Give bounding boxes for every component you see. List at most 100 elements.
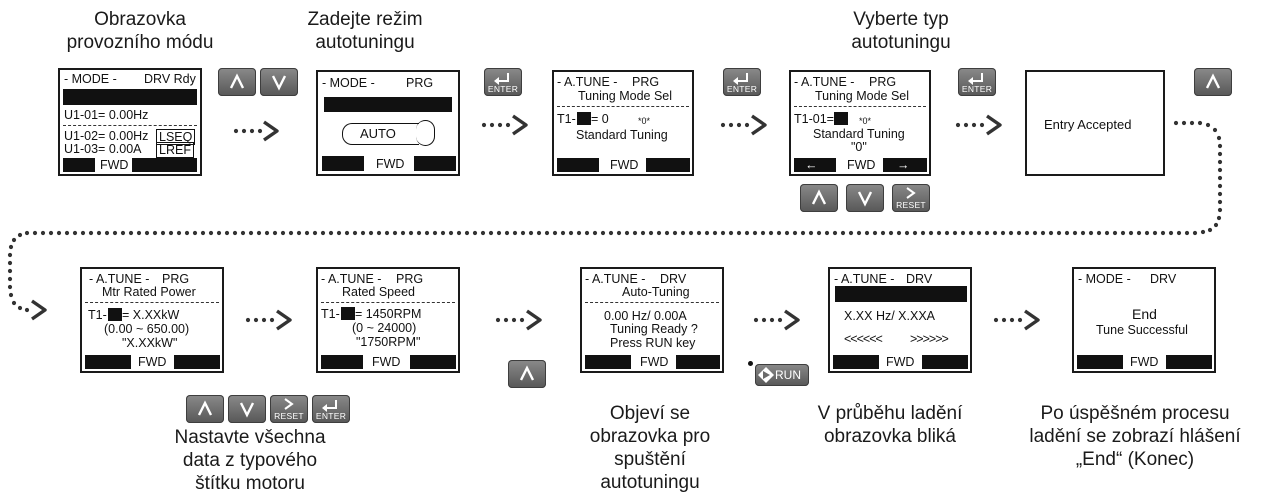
flow-arrow-icon xyxy=(720,114,767,136)
up-arrow-icon xyxy=(229,73,245,89)
screen-tuning-mode-edit: - A.TUNE - PRG Tuning Mode Sel T1-01= *0… xyxy=(789,70,931,176)
screen-status: DRV xyxy=(660,272,687,286)
softkey-left xyxy=(85,355,131,369)
screen-divider xyxy=(321,302,455,303)
up-key[interactable] xyxy=(186,395,224,423)
auto-mode-label: AUTO xyxy=(360,126,396,141)
param-cursor-block xyxy=(834,112,848,125)
param-range: (0.00 ~ 650.00) xyxy=(104,322,190,336)
softkey-right xyxy=(1166,355,1212,369)
screen-footer-fwd: FWD xyxy=(640,355,669,369)
screen-rated-speed: - A.TUNE - PRG Rated Speed T1- = 1450RPM… xyxy=(316,267,460,373)
enter-icon xyxy=(322,400,337,412)
softkey-right xyxy=(414,156,456,171)
down-arrow-icon xyxy=(239,402,255,418)
screen-subtitle: Tuning Mode Sel xyxy=(578,89,673,103)
screen-tune-successful: - MODE - DRV End Tune Successful FWD xyxy=(1072,267,1216,373)
screen-tuning-in-progress: - A.TUNE - DRV X.XX Hz/ X.XXA <<<<<< >>>… xyxy=(828,267,972,373)
softkey-left-arrow: ← xyxy=(805,158,818,172)
screen-highlight-bar xyxy=(324,97,452,112)
screen-divider xyxy=(794,106,926,107)
screen-footer-fwd: FWD xyxy=(372,355,401,369)
screen-divider xyxy=(557,106,689,107)
screen-status: PRG xyxy=(406,76,434,90)
down-key[interactable] xyxy=(228,395,266,423)
caption-line: Objeví se xyxy=(609,403,691,424)
up-key[interactable] xyxy=(1194,68,1232,96)
param-cursor-block xyxy=(108,308,122,321)
enter-key[interactable]: ENTER xyxy=(958,68,996,96)
screen-title: - A.TUNE - xyxy=(585,272,646,286)
run-key-indicator-dot xyxy=(748,361,753,366)
right-arrow-icon xyxy=(906,187,916,199)
reset-key[interactable]: RESET xyxy=(270,395,308,423)
auto-mode-frame xyxy=(342,123,419,145)
up-key[interactable] xyxy=(800,184,838,212)
up-arrow-icon xyxy=(519,365,535,381)
screen-subtitle: Tuning Mode Sel xyxy=(815,89,910,103)
enter-key[interactable]: ENTER xyxy=(312,395,350,423)
run-key-label: RUN xyxy=(775,368,801,382)
param-default: "1750RPM" xyxy=(356,335,421,349)
up-key[interactable] xyxy=(218,68,256,96)
screen-status: DRV xyxy=(1150,272,1177,286)
softkey-left xyxy=(322,156,364,171)
screen-autotune-ready: - A.TUNE - DRV Auto-Tuning 0.00 Hz/ 0.00… xyxy=(580,267,724,373)
down-arrow-icon xyxy=(857,191,873,207)
down-key[interactable] xyxy=(846,184,884,212)
caption-line: Vyberte typ xyxy=(853,9,949,30)
reset-key[interactable]: RESET xyxy=(892,184,930,212)
end-message: End xyxy=(1132,306,1157,322)
screen-divider xyxy=(585,302,719,303)
softkey-right xyxy=(174,355,220,369)
tuning-type-label: Standard Tuning xyxy=(576,128,668,142)
run-icon xyxy=(758,367,774,383)
screen-footer-fwd: FWD xyxy=(1130,355,1159,369)
wrap-connector-line xyxy=(7,230,1198,321)
caption-line: spuštění xyxy=(614,449,686,470)
up-arrow-icon xyxy=(1205,73,1221,89)
caption-line: Nastavte všechna xyxy=(174,427,326,448)
press-run-prompt: Press RUN key xyxy=(610,336,696,350)
param-prefix: T1-01= xyxy=(794,112,834,126)
ready-prompt: Tuning Ready ? xyxy=(610,322,698,336)
wrap-connector xyxy=(1173,120,1223,235)
down-key[interactable] xyxy=(260,68,298,96)
caption-enter-autotune-mode: Zadejte režim autotuningu xyxy=(290,8,440,54)
screen-subtitle: Rated Speed xyxy=(342,285,415,299)
screen-divider xyxy=(63,125,197,126)
flow-arrow-icon xyxy=(993,309,1040,331)
param-value: = 1450RPM xyxy=(355,307,422,321)
softkey-right xyxy=(410,355,456,369)
lseq-indicator: LSEQ xyxy=(156,129,196,145)
softkey-right xyxy=(922,355,968,369)
run-key[interactable]: RUN xyxy=(755,364,809,386)
param-prefix: T1- xyxy=(557,112,576,126)
screen-motor-rated-power: - A.TUNE - PRG Mtr Rated Power T1- = X.X… xyxy=(80,267,224,373)
param-value: = 0 xyxy=(591,112,609,126)
lref-indicator: LREF xyxy=(156,142,194,158)
screen-status: DRV xyxy=(906,272,933,286)
screen-title: - MODE - xyxy=(1078,272,1131,286)
reset-key-label: RESET xyxy=(274,411,304,421)
tuning-type-value: "0" xyxy=(851,140,867,154)
entry-accepted-text: Entry Accepted xyxy=(1044,117,1132,132)
caption-line: autotuningu xyxy=(600,472,700,493)
enter-key[interactable]: ENTER xyxy=(723,68,761,96)
screen-subtitle: Auto-Tuning xyxy=(622,285,690,299)
up-key[interactable] xyxy=(508,360,546,388)
softkey-left xyxy=(833,355,879,369)
enter-key[interactable]: ENTER xyxy=(484,68,522,96)
monitor-line-u1-01: U1-01= 0.00Hz xyxy=(64,108,149,122)
param-range: (0 ~ 24000) xyxy=(352,321,417,335)
screen-status: DRV Rdy xyxy=(144,72,196,86)
screen-footer-fwd: FWD xyxy=(100,158,129,172)
screen-footer-fwd: FWD xyxy=(886,355,915,369)
caption-line: V průběhu ladění xyxy=(817,403,963,424)
screen-status: PRG xyxy=(396,272,424,286)
param-value: = X.XXkW xyxy=(122,308,180,322)
monitor-line-u1-03: U1-03= 0.00A xyxy=(64,142,142,156)
screen-highlight-bar xyxy=(63,89,197,105)
caption-line: autotuningu xyxy=(315,32,415,53)
